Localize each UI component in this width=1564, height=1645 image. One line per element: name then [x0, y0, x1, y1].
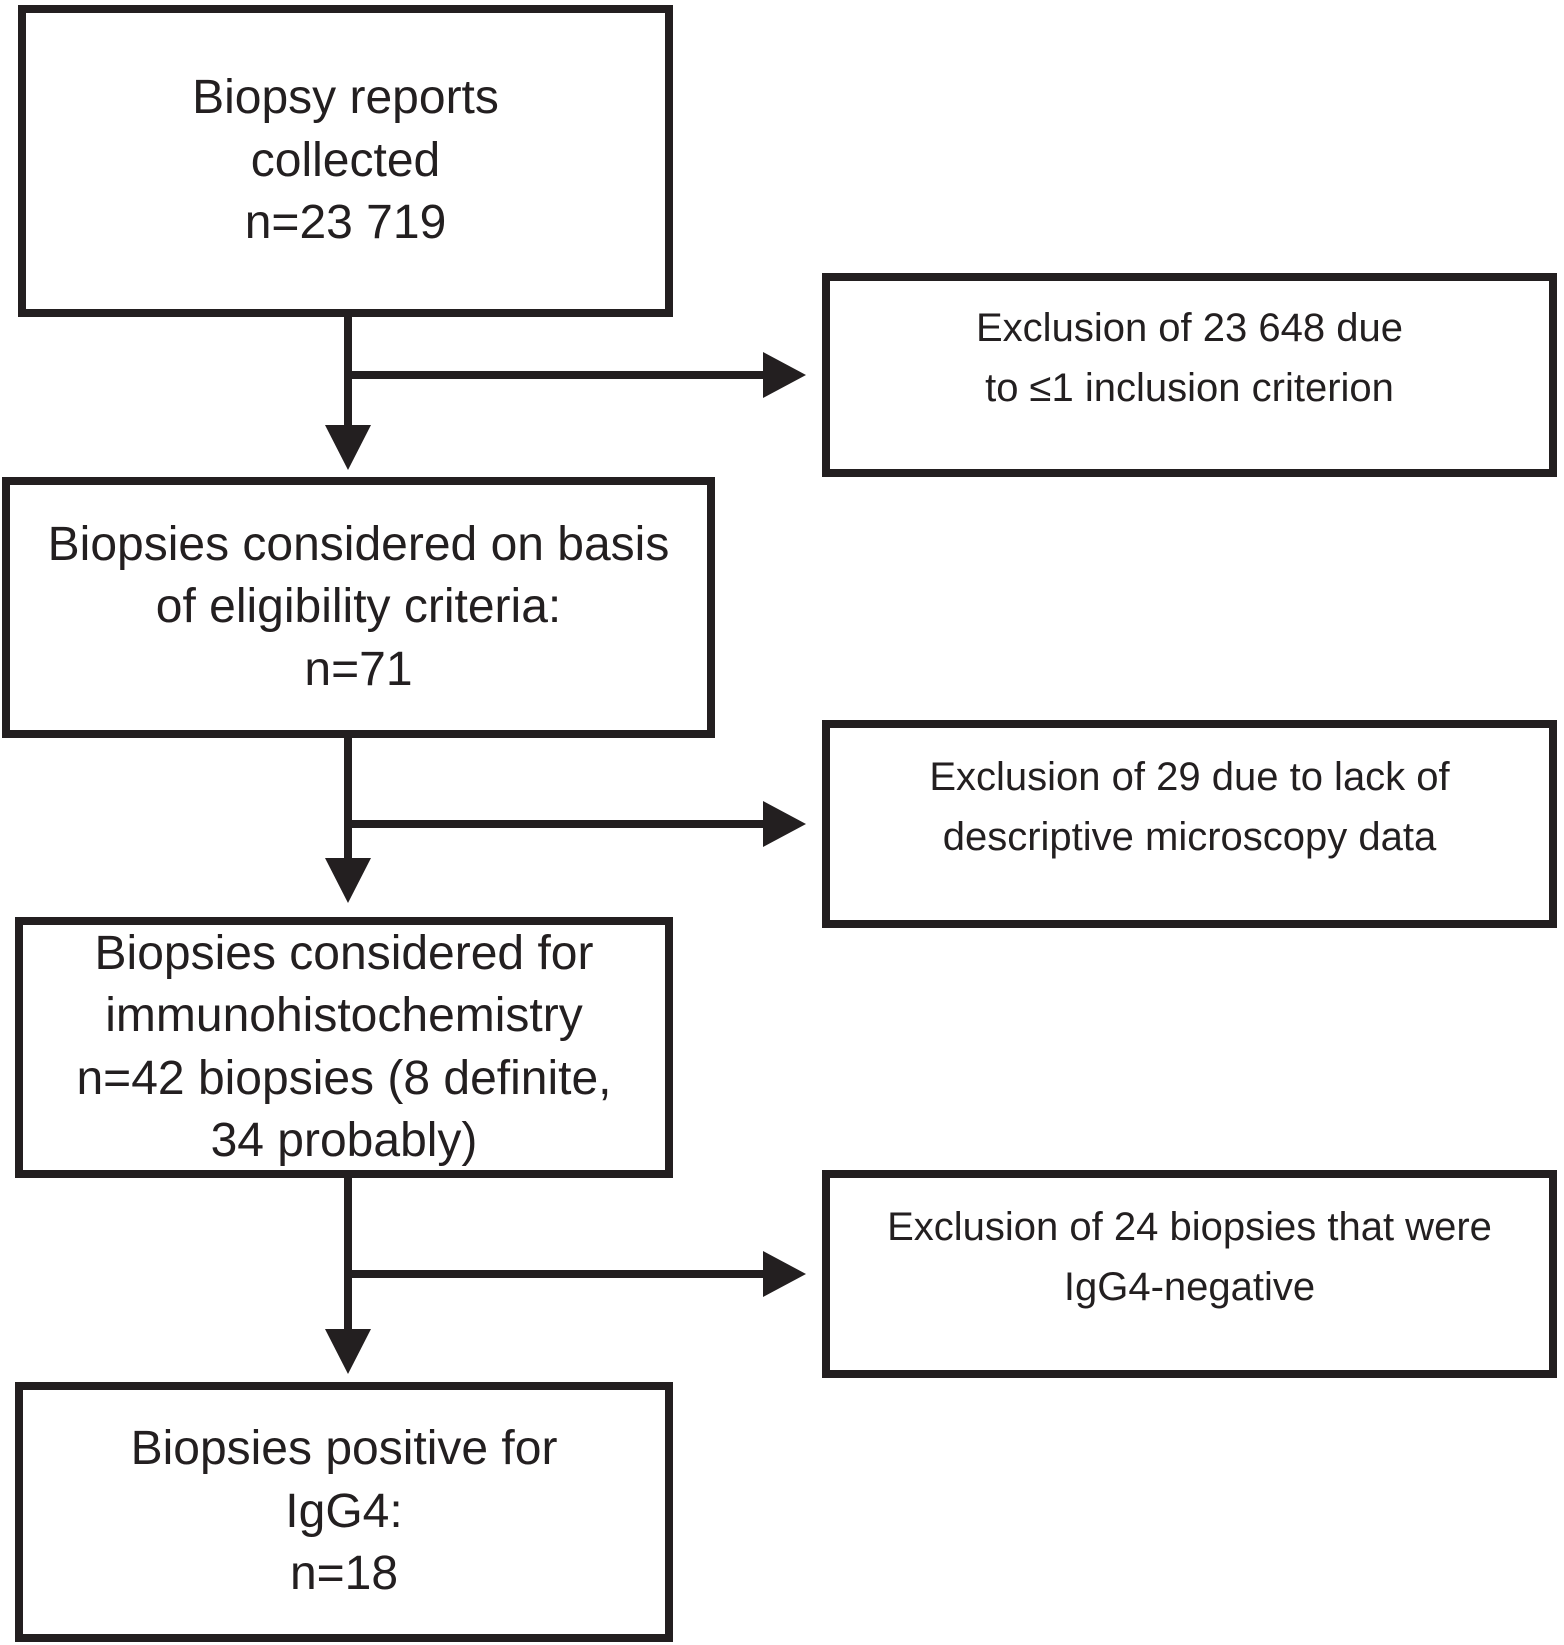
arrow-down-to-immunohistochemistry — [325, 738, 371, 903]
flow-box-immunohistochemistry-text: Biopsies considered for immunohistochemi… — [76, 926, 612, 1167]
exclusion-box-inclusion-criterion-text: Exclusion of 23 648 due to ≤1 inclusion … — [976, 306, 1403, 410]
flow-box-eligibility-text: Biopsies considered on basis of eligibil… — [47, 517, 670, 696]
exclusion-box-microscopy-data: Exclusion of 29 due to lack of descripti… — [822, 720, 1557, 928]
flow-box-eligibility: Biopsies considered on basis of eligibil… — [2, 477, 715, 738]
flow-box-biopsy-reports-text: Biopsy reports collected n=23 719 — [192, 71, 499, 250]
arrow-right-to-exclusion-2 — [344, 801, 806, 847]
arrow-right-to-exclusion-3 — [344, 1251, 806, 1297]
exclusion-box-inclusion-criterion: Exclusion of 23 648 due to ≤1 inclusion … — [822, 273, 1557, 477]
flow-box-immunohistochemistry: Biopsies considered for immunohistochemi… — [15, 917, 673, 1178]
exclusion-box-igg4-negative-text: Exclusion of 24 biopsies that were IgG4-… — [887, 1205, 1492, 1309]
arrow-right-to-exclusion-1 — [344, 352, 806, 398]
exclusion-box-microscopy-data-text: Exclusion of 29 due to lack of descripti… — [929, 755, 1450, 859]
arrow-down-to-igg4-positive — [325, 1178, 371, 1374]
exclusion-box-igg4-negative: Exclusion of 24 biopsies that were IgG4-… — [822, 1170, 1557, 1378]
flow-box-igg4-positive-text: Biopsies positive for IgG4: n=18 — [130, 1422, 558, 1601]
arrow-down-to-eligibility — [325, 317, 371, 470]
flow-box-igg4-positive: Biopsies positive for IgG4: n=18 — [15, 1382, 673, 1642]
flow-box-biopsy-reports: Biopsy reports collected n=23 719 — [18, 5, 673, 317]
